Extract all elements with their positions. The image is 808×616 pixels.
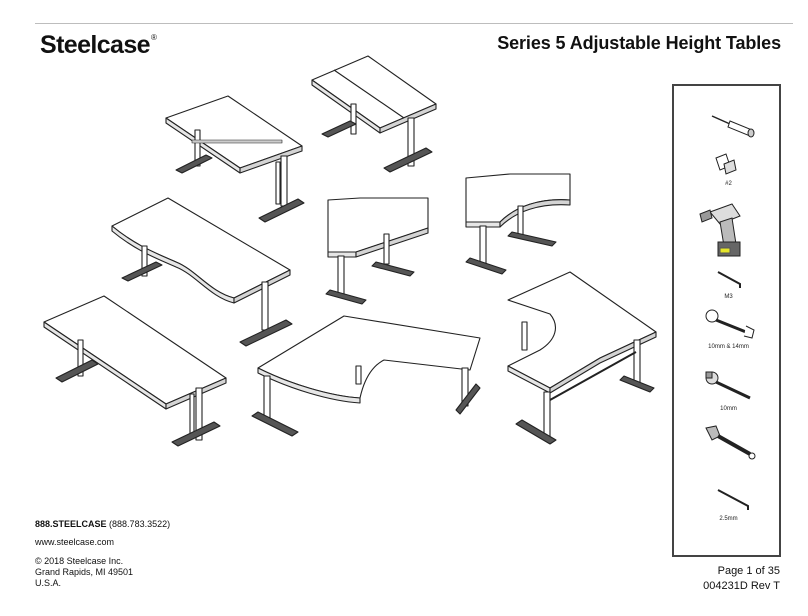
ratchet-wrench-icon bbox=[705, 371, 751, 400]
document-code: 004231D Rev T bbox=[703, 580, 780, 592]
combination-wrench-label: 10mm & 14mm bbox=[708, 344, 749, 350]
combination-wrench-icon bbox=[705, 309, 755, 339]
bench-table-illustration bbox=[311, 55, 437, 173]
ratchet-wrench-label: 10mm bbox=[720, 406, 737, 412]
page-title: Series 5 Adjustable Height Tables bbox=[497, 33, 781, 53]
header-rule bbox=[35, 23, 793, 24]
hex-key-2-5mm-icon bbox=[717, 489, 749, 510]
city-line: Grand Rapids, MI 49501 bbox=[35, 567, 134, 577]
phone-line: 888.STEELCASE (888.783.3522) bbox=[35, 519, 171, 529]
page-number: Page 1 of 35 bbox=[717, 565, 780, 577]
hex-key-2-5mm-label: 2.5mm bbox=[719, 516, 738, 522]
curved-corner-table-illustration bbox=[465, 173, 571, 275]
tools-required-panel: #2 M3 10mm & 14mm 10mm 2.5mm bbox=[672, 84, 781, 557]
power-drill-icon bbox=[699, 203, 741, 257]
hex-key-m3-label: M3 bbox=[724, 294, 733, 300]
120-degree-table-illustration bbox=[251, 315, 481, 437]
adjustable-wrench-icon bbox=[705, 425, 756, 460]
wave-table-illustration bbox=[111, 197, 293, 347]
socket-bit-icon bbox=[715, 153, 737, 175]
large-rectangle-table-illustration bbox=[43, 295, 227, 447]
steelcase-logo: Steelcase® bbox=[40, 31, 157, 59]
country-line: U.S.A. bbox=[35, 578, 62, 588]
rectangle-table-illustration bbox=[165, 95, 305, 223]
screwdriver-bit-icon bbox=[711, 115, 755, 138]
hex-key-m3-icon bbox=[717, 271, 741, 288]
website-link[interactable]: www.steelcase.com bbox=[35, 537, 115, 547]
copyright-line: © 2018 Steelcase Inc. bbox=[35, 556, 124, 566]
socket-bit-label: #2 bbox=[725, 181, 732, 187]
l-shape-table-illustration bbox=[507, 271, 657, 445]
angle-corner-table-illustration bbox=[325, 197, 429, 305]
